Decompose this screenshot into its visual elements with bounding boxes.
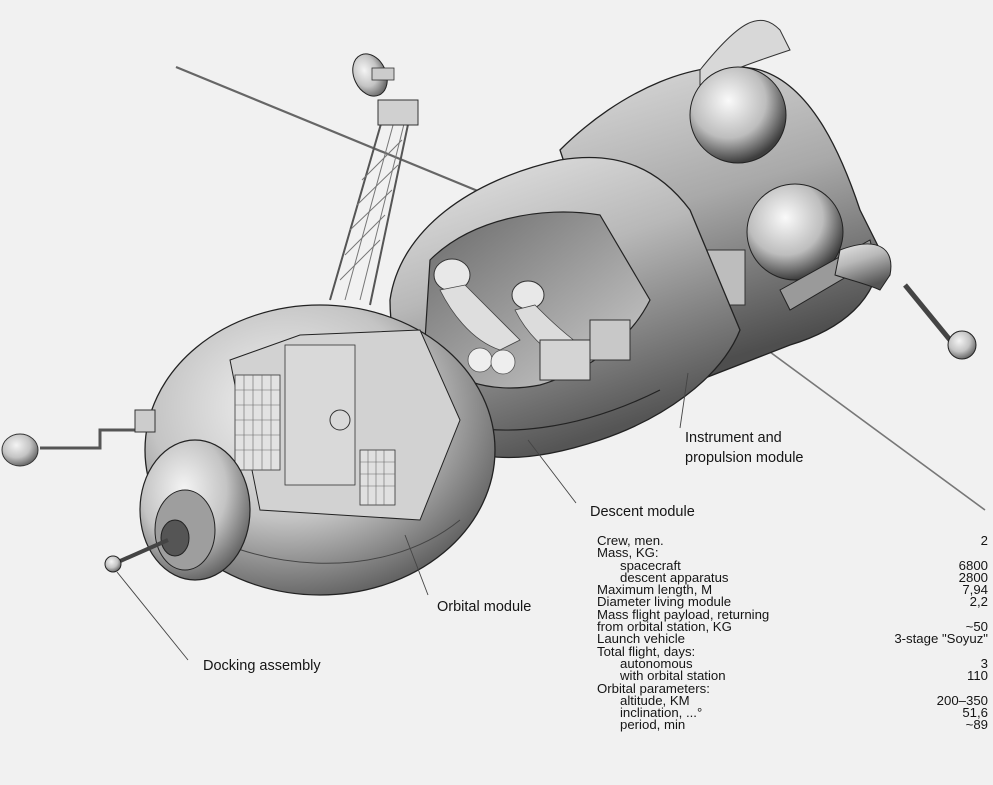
antenna-boom-left <box>1 409 156 467</box>
spec-value: 7,94 <box>962 582 988 598</box>
label-instrument-module-line2: propulsion module <box>685 450 804 466</box>
spec-row: Launch vehicle 3-stage "Soyuz" <box>597 631 988 647</box>
spec-key: with orbital station <box>620 668 726 684</box>
spec-key: descent apparatus <box>620 569 729 585</box>
spec-key: Total flight, days: <box>597 643 696 659</box>
equipment-grid-panel-lower <box>359 449 396 506</box>
spec-key: Launch vehicle <box>597 631 685 647</box>
spec-row: altitude, KM 200–350 <box>597 692 988 708</box>
spec-row: autonomous 3 <box>597 655 988 671</box>
spec-row: descent apparatus 2800 <box>597 569 988 585</box>
spec-key: Diameter living module <box>597 594 732 610</box>
spec-value: 3-stage "Soyuz" <box>894 631 988 647</box>
spec-row: period, min ~89 <box>597 717 988 733</box>
spec-key: altitude, KM <box>620 692 690 708</box>
spec-key: inclination, ...° <box>620 705 703 721</box>
leader-line-docking-assembly <box>116 571 189 661</box>
leader-line-orbital-module <box>404 534 429 596</box>
antenna-rod-top <box>175 65 491 198</box>
label-orbital-module: Orbital module <box>437 599 532 615</box>
leader-line-instrument-module <box>679 372 689 429</box>
spec-value: 2800 <box>958 569 988 585</box>
spec-row: Mass flight payload, returning <box>597 606 988 622</box>
spec-value: 200–350 <box>936 692 988 708</box>
spec-key: Crew, men. <box>597 533 664 548</box>
spec-row: from orbital station, KG ~50 <box>597 619 988 635</box>
leader-line-descent-module <box>527 439 577 504</box>
spec-value: 2,2 <box>969 594 988 610</box>
solar-panel-mount-right <box>834 243 977 360</box>
label-instrument-module-line1: Instrument and <box>685 430 782 446</box>
spec-row: Mass, KG: <box>597 545 988 561</box>
spec-row: Maximum length, M 7,94 <box>597 582 988 598</box>
descent-module <box>389 156 741 459</box>
spec-row: with orbital station 110 <box>597 668 988 684</box>
spec-value: 3 <box>980 655 988 671</box>
docking-assembly <box>104 439 251 581</box>
antenna-mast <box>329 53 419 306</box>
spec-key: Mass flight payload, returning <box>597 606 770 622</box>
spec-row: spacecraft 6800 <box>597 557 988 573</box>
label-descent-module: Descent module <box>590 504 695 520</box>
spec-value: ~50 <box>965 619 988 635</box>
spec-key: period, min <box>620 717 686 733</box>
spec-row: Orbital parameters: <box>597 680 988 696</box>
label-instrument-module: Instrument and propulsion module <box>685 428 804 468</box>
spec-row: Diameter living module 2,2 <box>597 594 988 610</box>
spec-key: Orbital parameters: <box>597 680 710 696</box>
spec-value: 110 <box>966 668 988 684</box>
antenna-rod-right <box>739 329 986 511</box>
spec-key: from orbital station, KG <box>597 619 732 635</box>
spec-row: Crew, men. 2 <box>597 533 988 548</box>
spec-value: 51,6 <box>962 705 988 721</box>
spec-key: Maximum length, M <box>597 582 713 598</box>
spec-key: spacecraft <box>620 557 681 573</box>
spec-value: 6800 <box>958 557 988 573</box>
spec-value: ~89 <box>965 717 988 733</box>
spec-row: inclination, ...° 51,6 <box>597 705 988 721</box>
spec-row: Total flight, days: <box>597 643 988 659</box>
equipment-grid-panel <box>234 374 281 471</box>
spec-key: Mass, KG: <box>597 545 659 561</box>
spec-key: autonomous <box>620 655 693 671</box>
label-docking-assembly: Docking assembly <box>203 658 321 674</box>
spec-value: 2 <box>980 533 988 548</box>
